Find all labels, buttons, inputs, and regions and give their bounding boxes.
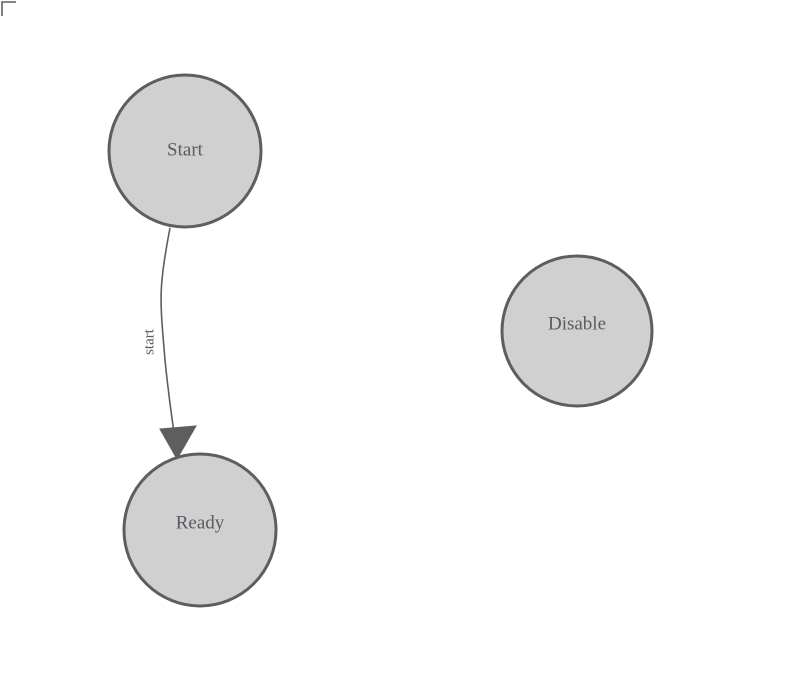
top-left-corner-mark <box>1 1 16 16</box>
node-start-circle <box>107 73 263 229</box>
node-disable[interactable]: Disable <box>500 254 654 408</box>
node-ready-circle <box>122 452 278 608</box>
edge-path-start-to-ready <box>160 227 177 449</box>
node-disable-label: Disable <box>548 313 606 334</box>
node-ready[interactable]: Ready <box>122 452 278 608</box>
node-disable-circle <box>500 254 654 408</box>
edge-start-to-ready[interactable]: start <box>141 227 197 461</box>
node-start[interactable]: Start <box>107 73 263 229</box>
node-start-label: Start <box>167 139 204 160</box>
arrowhead-icon <box>159 425 197 461</box>
edge-label-start: start <box>141 328 157 355</box>
node-ready-label: Ready <box>176 512 225 533</box>
